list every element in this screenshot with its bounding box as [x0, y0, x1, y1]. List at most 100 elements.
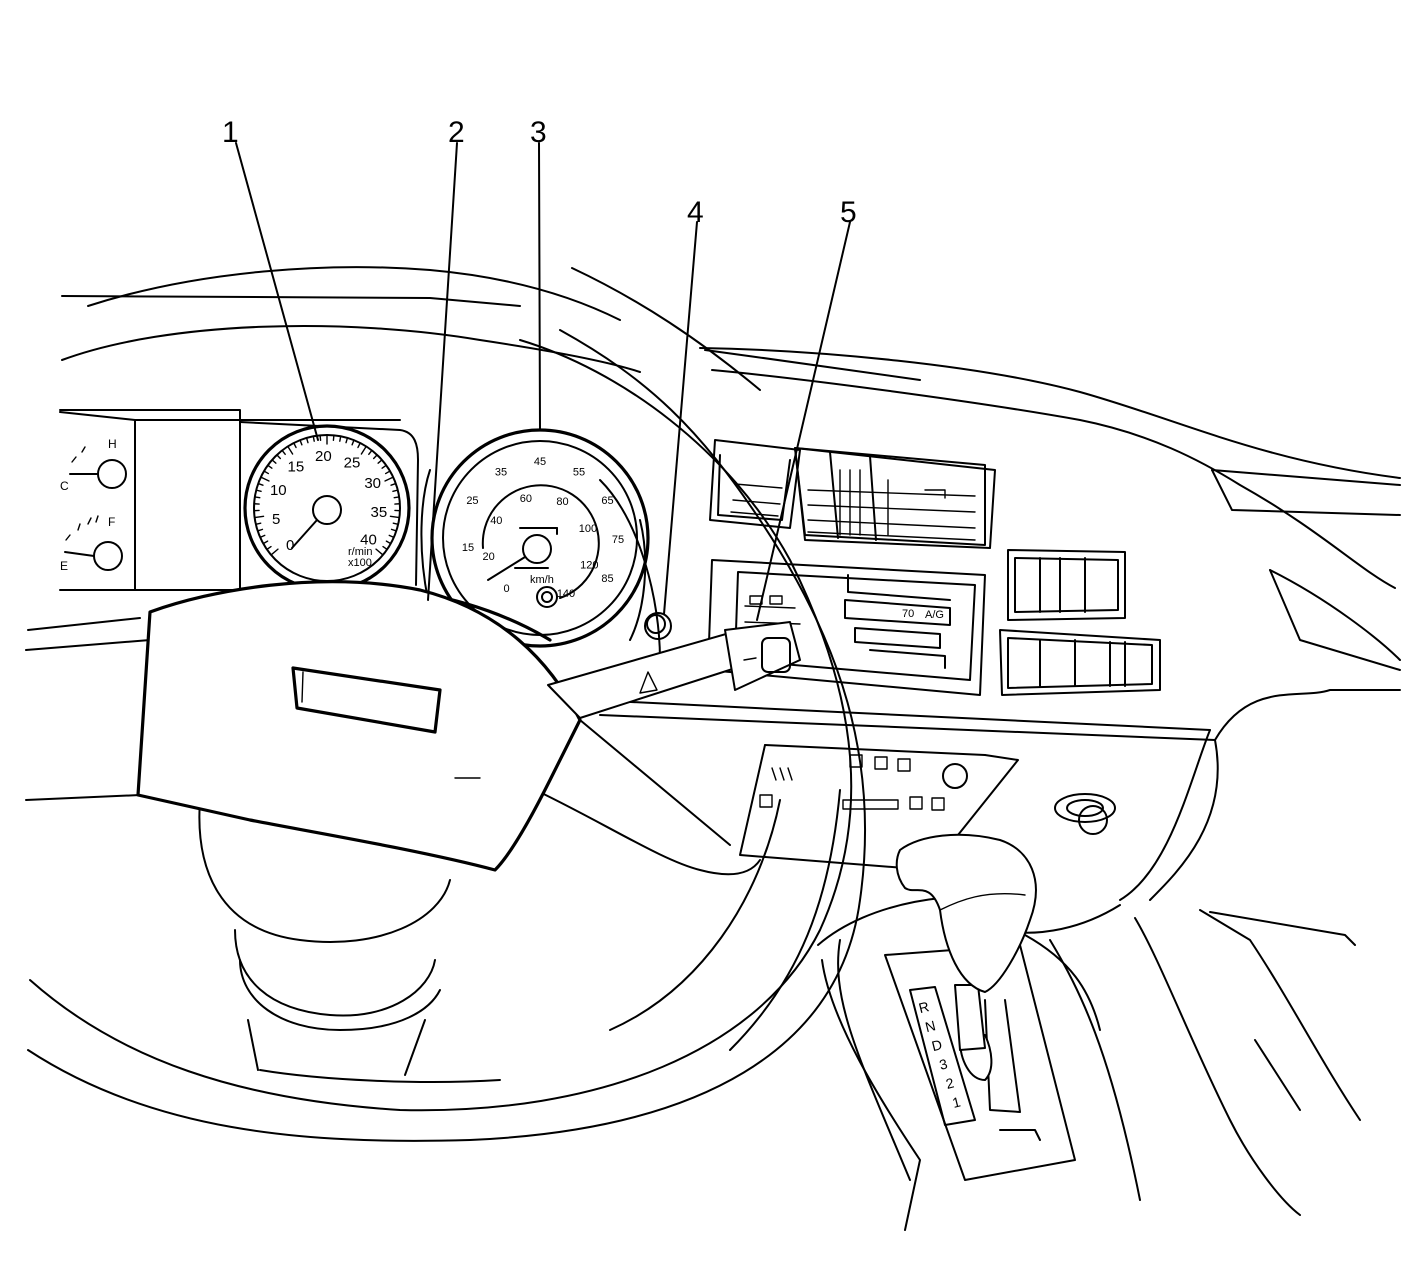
tach-tick: [277, 455, 280, 459]
callout-2: 2: [448, 116, 465, 149]
shift-lever-shaft[interactable]: [955, 985, 985, 1050]
speed-mph-number: 55: [573, 466, 585, 478]
speed-mph-number: 75: [612, 534, 624, 546]
tach-tick: [258, 529, 263, 531]
airbag-hub: [138, 582, 580, 870]
tach-tick: [300, 440, 302, 445]
tach-number: 20: [315, 448, 332, 465]
speed-kmh-number: 20: [482, 551, 494, 563]
headlamp-knob[interactable]: [1055, 794, 1115, 834]
tach-tick: [255, 497, 260, 498]
tach-tick: [260, 535, 265, 537]
center-vents: [710, 440, 995, 548]
tach-tick: [288, 446, 293, 454]
callout-3: 3: [530, 116, 547, 149]
radio-band: A/G: [925, 609, 944, 621]
tach-tick: [307, 438, 308, 443]
speed-mph-number: 85: [601, 573, 613, 585]
tach-tick: [382, 465, 386, 468]
tach-tick: [272, 460, 276, 463]
tach-tick: [390, 516, 399, 517]
tach-tick: [255, 516, 264, 517]
callout-5: 5: [840, 196, 857, 229]
tach-number: 15: [288, 458, 305, 475]
leader-5: [757, 222, 850, 620]
speed-kmh-number: 0: [504, 583, 510, 595]
tach-tick: [392, 529, 397, 531]
tach-tick: [313, 436, 314, 441]
shift-position-label: 2: [944, 1074, 956, 1091]
tach-number: 0: [286, 537, 294, 554]
tach-tick: [263, 541, 267, 543]
shift-position-label: R: [917, 998, 931, 1016]
speed-mph-number: 65: [601, 495, 613, 507]
temp-fuel-gauge-panel: C H E F: [60, 412, 240, 590]
tach-tick: [271, 549, 278, 555]
tach-tick: [258, 484, 263, 486]
tach-tick: [378, 460, 382, 463]
tach-tick: [340, 436, 341, 441]
tach-tick: [369, 450, 372, 454]
tach-number: 35: [371, 504, 388, 521]
fuel-low-label: E: [60, 559, 68, 573]
speed-mph-number: 25: [466, 495, 478, 507]
tach-tick: [386, 541, 390, 543]
speed-mph-number: 15: [462, 542, 474, 554]
temp-high-label: H: [108, 437, 117, 451]
leader-3: [539, 143, 540, 430]
tach-number: 10: [270, 482, 287, 499]
tach-unit-multiplier: x100: [348, 557, 372, 569]
speed-kmh-number: 140: [557, 588, 575, 600]
leader-1: [236, 143, 318, 440]
shift-position-label: D: [930, 1036, 944, 1054]
tach-number: 5: [272, 511, 280, 528]
tach-tick: [385, 477, 393, 481]
tach-tick: [358, 443, 360, 447]
speed-kmh-number: 100: [579, 523, 597, 535]
fuel-high-label: F: [108, 515, 115, 529]
speed-mph-numbers: 25 35 45 55 65 75 85 15: [462, 456, 624, 585]
speed-mph-number: 35: [495, 466, 507, 478]
radio-display: 70: [902, 608, 914, 620]
tach-tick: [374, 455, 377, 459]
fuel-gauge: E F: [60, 515, 122, 573]
callout-leaders: [236, 143, 850, 620]
tach-tick: [391, 484, 396, 486]
speed-kmh-number: 40: [490, 515, 502, 527]
center-console: [1025, 910, 1360, 1215]
tach-tick: [352, 440, 354, 445]
tach-tick: [268, 465, 272, 468]
speed-kmh-number: 60: [520, 493, 532, 505]
speed-kmh-number: 120: [580, 560, 598, 572]
tach-number: 30: [364, 475, 381, 492]
trip-reset-knob[interactable]: [537, 587, 557, 607]
shift-knob[interactable]: [897, 835, 1036, 992]
speed-unit-label: km/h: [530, 574, 554, 586]
tach-tick: [361, 446, 366, 454]
speed-mph-number: 45: [534, 456, 546, 468]
tach-tick: [267, 547, 271, 550]
tach-tick: [294, 443, 296, 447]
climate-knob[interactable]: [943, 764, 967, 788]
callout-1: 1: [222, 116, 239, 149]
tach-tick: [394, 497, 399, 498]
shift-position-label: 1: [951, 1093, 963, 1110]
tach-tick: [261, 477, 269, 481]
tach-tick: [376, 549, 383, 555]
tach-tick: [386, 471, 390, 474]
shift-position-label: 3: [938, 1055, 950, 1072]
tach-tick: [383, 547, 387, 550]
tach-tick: [346, 438, 347, 443]
right-vents: [1000, 550, 1160, 695]
callout-4: 4: [687, 196, 704, 229]
tach-tick: [389, 535, 394, 537]
shift-position-label: N: [923, 1017, 937, 1035]
tach-tick: [282, 450, 285, 454]
tach-tick: [264, 471, 268, 474]
temp-gauge: C H: [60, 437, 126, 493]
temp-low-label: C: [60, 479, 69, 493]
